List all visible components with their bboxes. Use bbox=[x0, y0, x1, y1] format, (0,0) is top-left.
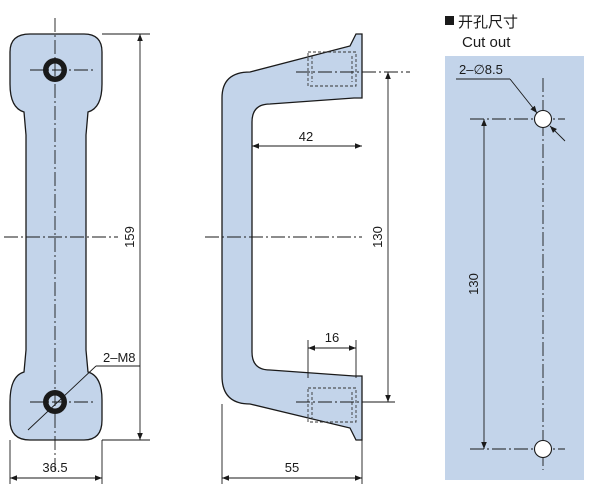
cutout-bottom-hole bbox=[533, 439, 553, 459]
side-top-boss-hidden bbox=[307, 51, 357, 87]
cutout-panel bbox=[445, 56, 584, 480]
side-bottom-boss-hidden bbox=[307, 387, 357, 423]
front-height-dim-label: 159 bbox=[122, 226, 137, 248]
front-width-dim-label: 36.5 bbox=[42, 460, 67, 475]
front-view: 159 36.5 2–M8 bbox=[4, 18, 150, 484]
thread-callout-leader bbox=[27, 365, 97, 431]
cutout-title-english: Cut out bbox=[462, 34, 511, 51]
side-span-dim-label: 130 bbox=[370, 226, 385, 248]
cutout-span-dim-label: 130 bbox=[466, 273, 481, 295]
side-view: 42 130 16 55 bbox=[205, 33, 410, 484]
thread-callout-label: 2–M8 bbox=[103, 350, 136, 365]
hole-callout-leader bbox=[509, 78, 538, 114]
cutout-section: 开孔尺寸 Cut out 2–∅8.5 130 bbox=[445, 14, 584, 480]
hole-callout-label: 2–∅8.5 bbox=[459, 62, 503, 77]
side-inner-depth-dim-label: 42 bbox=[299, 129, 313, 144]
cutout-top-hole bbox=[533, 109, 553, 129]
cutout-title-bullet bbox=[445, 16, 454, 25]
cutout-title-chinese: 开孔尺寸 bbox=[458, 14, 518, 31]
side-boss-dim-label: 16 bbox=[325, 330, 339, 345]
side-depth-dim-label: 55 bbox=[285, 460, 299, 475]
hole-callout-leader-opposite bbox=[549, 125, 566, 142]
